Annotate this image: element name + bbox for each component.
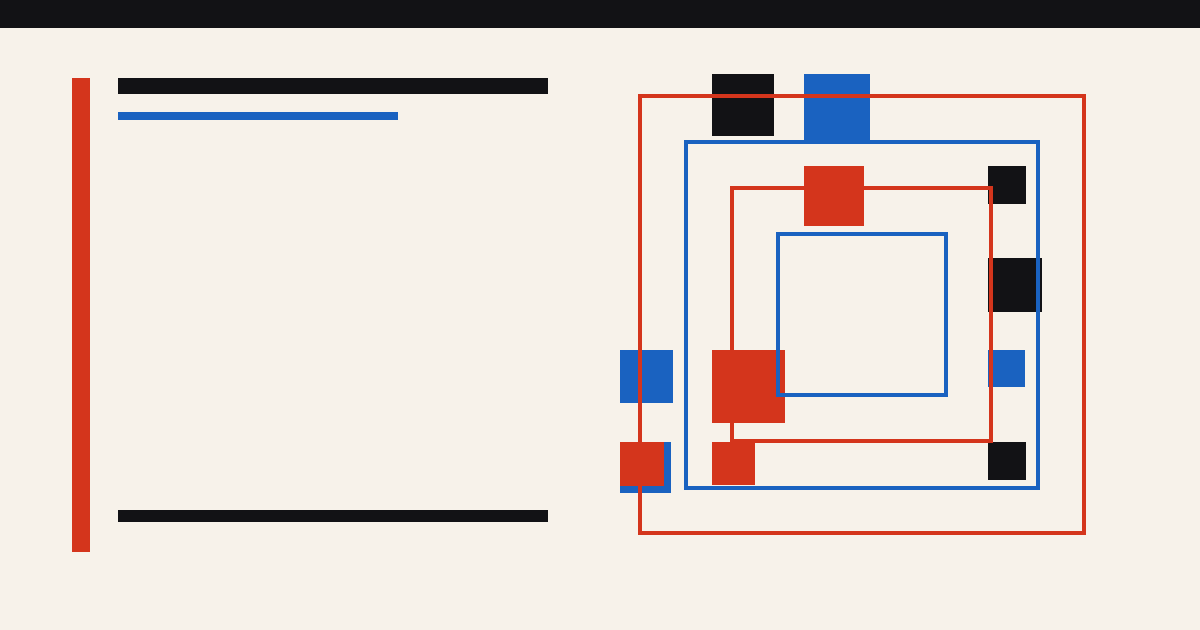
inner-blue-frame <box>776 232 948 397</box>
outer-red-frame <box>638 94 1086 535</box>
blue-frame <box>684 140 1040 490</box>
subtitle-placeholder-rule <box>118 112 398 120</box>
blue-block-left <box>620 350 673 403</box>
top-bar <box>0 0 1200 28</box>
black-block-top <box>712 74 774 136</box>
inner-red-frame <box>730 186 993 443</box>
red-block-inner <box>804 166 864 226</box>
footer-placeholder-rule <box>118 510 548 522</box>
black-block-bottom-right <box>988 442 1026 480</box>
black-block-right-upper <box>988 166 1026 204</box>
red-accent-stripe <box>72 78 90 552</box>
title-placeholder-rule <box>118 78 548 94</box>
blue-block-right-lower <box>988 350 1025 387</box>
red-block-bottom <box>712 442 755 485</box>
blue-block-top <box>804 74 870 140</box>
red-block-large <box>712 350 785 423</box>
black-block-right-middle <box>988 258 1042 312</box>
